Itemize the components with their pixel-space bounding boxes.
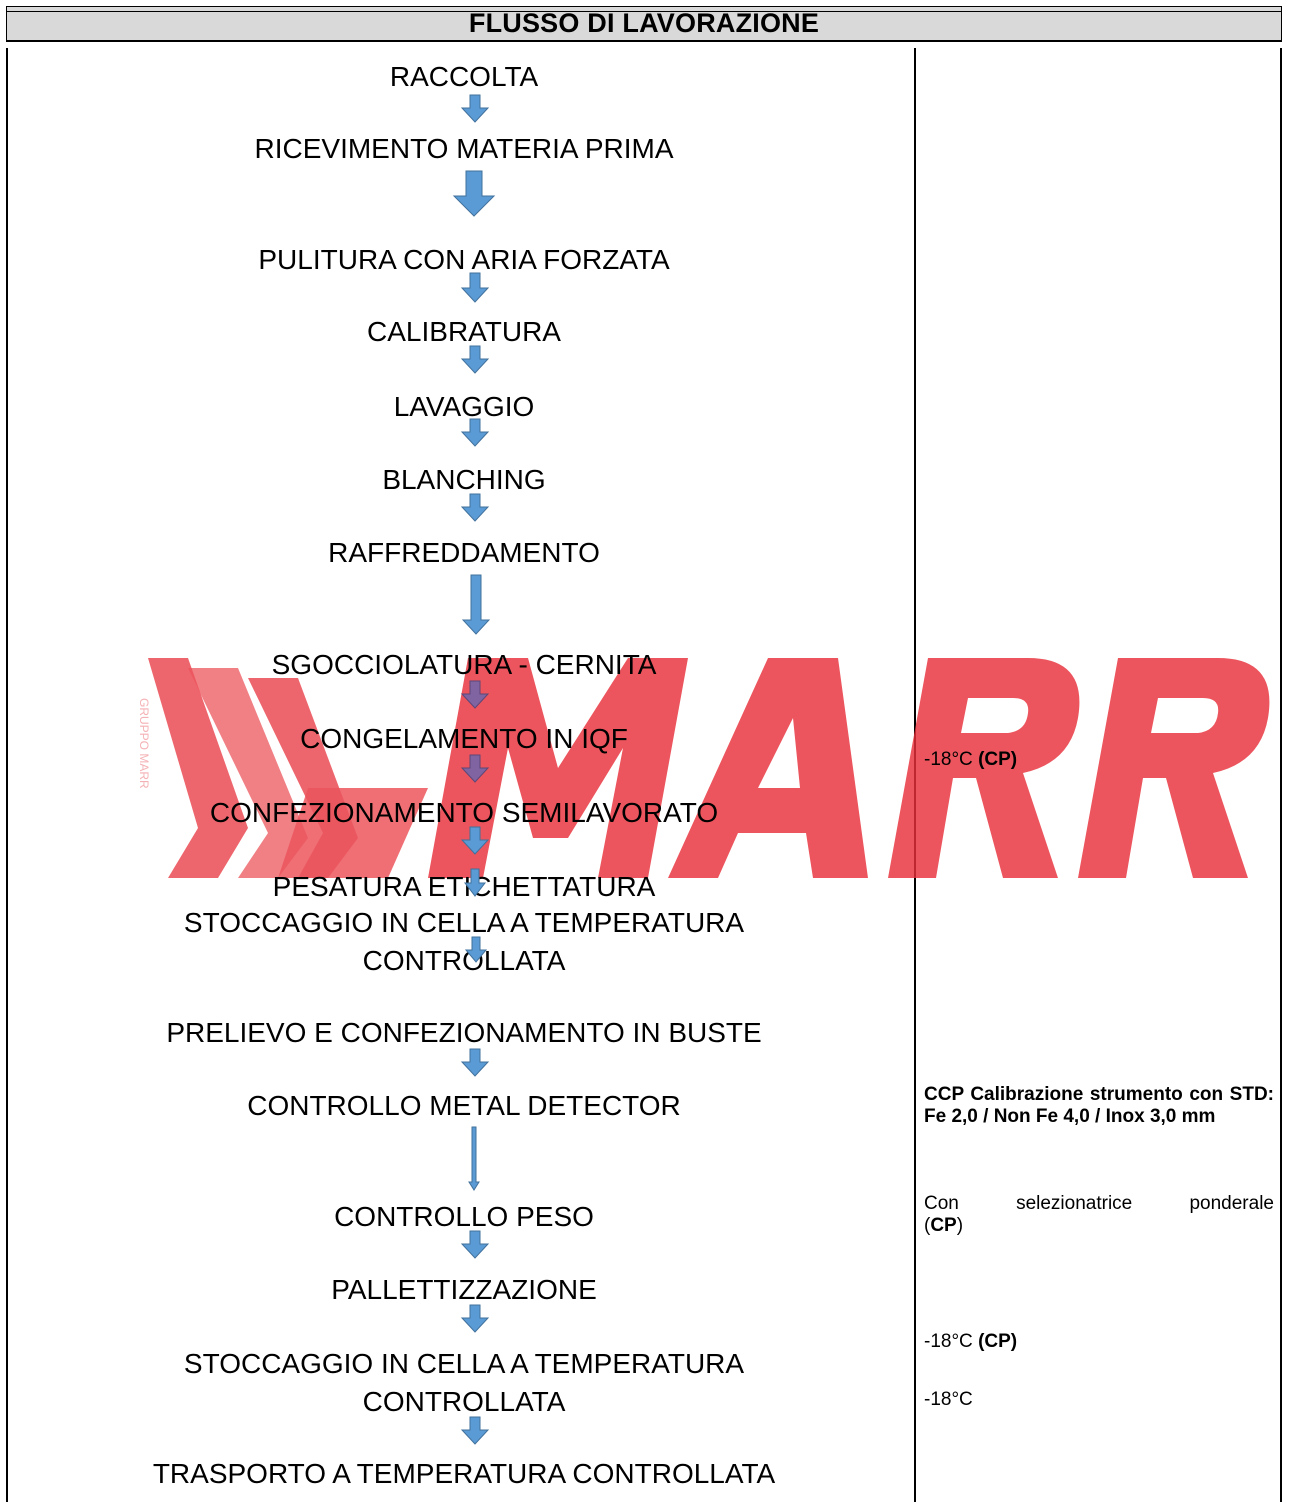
down-arrow-icon (460, 418, 490, 447)
note-metal-detector: CCP Calibrazione strumento con STD: Fe 2… (924, 1084, 1274, 1127)
note-iqf-temperature: -18°C (CP) (924, 749, 1274, 771)
step-raffreddamento: RAFFREDDAMENTO (328, 537, 600, 568)
step-controllo-peso: CONTROLLO PESO (334, 1201, 594, 1232)
note-peso-close: ) (956, 1215, 964, 1236)
down-arrow-icon (468, 1126, 480, 1191)
step-stoccaggio-2: STOCCAGGIO IN CELLA A TEMPERATURA CONTRO… (183, 1348, 745, 1417)
down-arrow-icon (460, 1304, 490, 1333)
flow-document: FLUSSO DI LAVORAZIONE GRUPPO MARR (6, 6, 1284, 1502)
step-pallettizzazione: PALLETTIZZAZIONE (331, 1274, 597, 1305)
column-divider (914, 48, 916, 1502)
note-peso-open: ( (924, 1215, 931, 1236)
step-confezionamento-semilavorato: CONFEZIONAMENTO SEMILAVORATO (209, 797, 719, 828)
step-calibratura: CALIBRATURA (367, 316, 561, 347)
step-metal-detector: CONTROLLO METAL DETECTOR (247, 1090, 681, 1121)
down-arrow-icon (460, 1230, 490, 1259)
down-arrow-icon (463, 868, 487, 897)
down-arrow-icon (460, 94, 490, 123)
step-ricevimento: RICEVIMENTO MATERIA PRIMA (254, 133, 674, 164)
note-controllo-peso: Con selezionatrice ponderale (CP) (924, 1193, 1274, 1237)
page-title: FLUSSO DI LAVORAZIONE (468, 8, 820, 38)
step-prelievo: PRELIEVO E CONFEZIONAMENTO IN BUSTE (166, 1017, 762, 1048)
note-stoccaggio-cp: -18°C (CP) (924, 1331, 1274, 1353)
flow-table: GRUPPO MARR RACCOLTA RICEVIMENTO MATERIA… (6, 48, 1282, 1502)
step-raccolta: RACCOLTA (389, 61, 539, 92)
down-arrow-icon (460, 680, 490, 709)
step-stoccaggio-1: STOCCAGGIO IN CELLA A TEMPERATURA CONTRO… (183, 907, 745, 976)
step-congelamento: CONGELAMENTO IN IQF (300, 723, 628, 754)
down-arrow-icon (460, 272, 490, 303)
down-arrow-icon (465, 936, 487, 963)
down-arrow-icon (460, 826, 490, 855)
down-arrow-icon (460, 754, 490, 783)
down-arrow-icon (460, 345, 490, 374)
step-pulitura: PULITURA CON ARIA FORZATA (258, 244, 670, 275)
down-arrow-icon (460, 1416, 490, 1445)
note-peso-text: Con selezionatrice ponderale (924, 1193, 1274, 1214)
step-lavaggio: LAVAGGIO (393, 391, 535, 422)
watermark-subtext: GRUPPO MARR (137, 698, 151, 789)
step-pesatura: PESATURA ETICHETTATURA (272, 871, 656, 902)
step-blanching: BLANCHING (382, 464, 546, 495)
down-arrow-icon (452, 170, 496, 217)
note-iqf-value: -18°C (924, 749, 979, 770)
down-arrow-icon (462, 574, 490, 635)
header-rule (7, 11, 1281, 12)
page-title-bar: FLUSSO DI LAVORAZIONE (6, 6, 1282, 42)
note-stoccaggio-value: -18°C (924, 1331, 979, 1352)
step-sgocciolatura: SGOCCIOLATURA - CERNITA (271, 649, 657, 680)
note-stoccaggio-tag: (CP) (978, 1331, 1018, 1352)
down-arrow-icon (460, 493, 490, 522)
down-arrow-icon (460, 1048, 490, 1077)
step-trasporto: TRASPORTO A TEMPERATURA CONTROLLATA (152, 1458, 776, 1489)
note-peso-tag: CP (930, 1215, 957, 1236)
note-stoccaggio-temperature: -18°C (924, 1389, 973, 1410)
note-iqf-tag: (CP) (978, 749, 1018, 770)
